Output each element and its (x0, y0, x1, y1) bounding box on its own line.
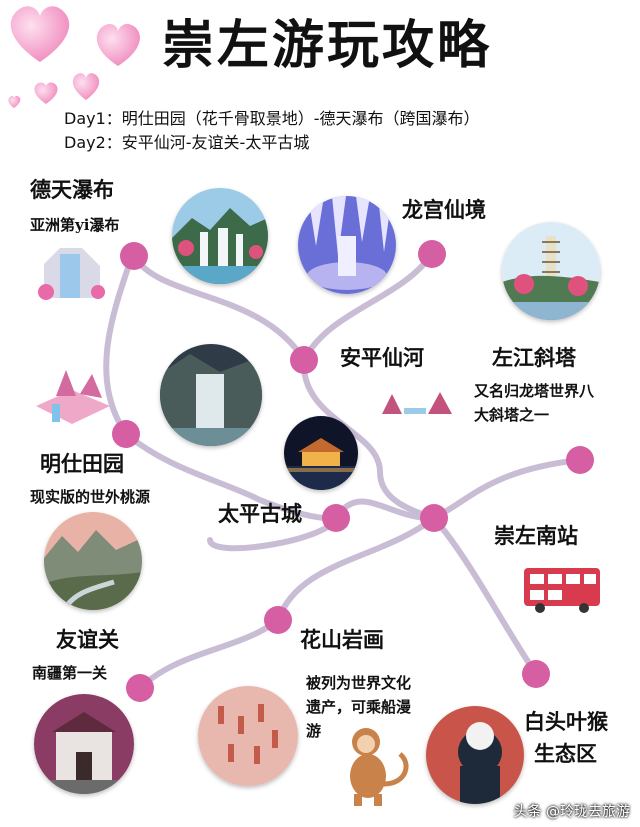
waterfall-illustration-icon (38, 248, 105, 300)
label-baitou-1: 白头叶猴 (524, 709, 608, 734)
node-detian (120, 242, 148, 270)
photo-taiping-night (284, 416, 358, 490)
node-baitou (522, 660, 550, 688)
node-huashan (264, 606, 292, 634)
bus-illustration-icon (524, 568, 600, 613)
itinerary-day1: Day1：明仕田园（花千骨取景地）-德天瀑布（跨国瀑布） (64, 109, 480, 128)
watermark: 头条 @玲珑去旅游 (513, 804, 630, 820)
label-youyiguan: 友谊关 (56, 627, 119, 652)
label-mingshi: 明仕田园 (40, 451, 124, 476)
photo-huashan-rock-art (198, 686, 298, 786)
photo-mingshi-fields (44, 512, 142, 610)
node-youyiguan (126, 674, 154, 702)
label-detian: 德天瀑布 (30, 177, 114, 202)
heart-icon (34, 82, 58, 104)
heart-icon (96, 24, 140, 66)
terrace-illustration-icon (36, 370, 110, 424)
node-chongzuo-south (420, 504, 448, 532)
desc-zuojiang-2: 大斜塔之一 (474, 406, 550, 424)
heart-icon (10, 6, 70, 63)
node-anping (290, 346, 318, 374)
photo-anping-river (160, 344, 262, 446)
label-anping: 安平仙河 (340, 345, 424, 370)
desc-huashan-3: 游 (306, 722, 322, 740)
label-baitou-2: 生态区 (534, 741, 597, 766)
desc-huashan-2: 遗产，可乘船漫 (306, 698, 412, 716)
desc-mingshi: 现实版的世外桃源 (30, 488, 151, 506)
node-longgong (418, 240, 446, 268)
heart-icon (8, 95, 21, 108)
label-zuojiang: 左江斜塔 (492, 345, 576, 370)
desc-zuojiang-1: 又名归龙塔世界八 (474, 382, 595, 400)
photo-longgong-cave (298, 196, 396, 294)
photo-zuojiang-pagoda (502, 222, 600, 320)
node-taiping (322, 504, 350, 532)
photo-white-headed-langur (426, 706, 524, 804)
label-chongzuo-south: 崇左南站 (494, 523, 578, 548)
itinerary-day2: Day2：安平仙河-友谊关-太平古城 (64, 133, 310, 152)
node-zuojiang (566, 446, 594, 474)
page-title: 崇左游玩攻略 (162, 16, 493, 76)
desc-detian: 亚洲第yi瀑布 (30, 216, 120, 234)
node-mingshi (112, 420, 140, 448)
photo-detian-waterfall (172, 188, 268, 284)
photo-youyiguan-gate (34, 694, 134, 794)
monkey-illustration-icon (350, 728, 409, 806)
desc-youyiguan: 南疆第一关 (32, 664, 108, 682)
heart-icon (72, 73, 100, 100)
river-illustration-icon (382, 392, 452, 414)
label-huashan: 花山岩画 (300, 627, 384, 652)
desc-huashan-1: 被列为世界文化 (306, 674, 412, 692)
hearts-decoration (8, 6, 140, 108)
label-longgong: 龙宫仙境 (402, 197, 486, 222)
label-taiping: 太平古城 (218, 501, 302, 526)
